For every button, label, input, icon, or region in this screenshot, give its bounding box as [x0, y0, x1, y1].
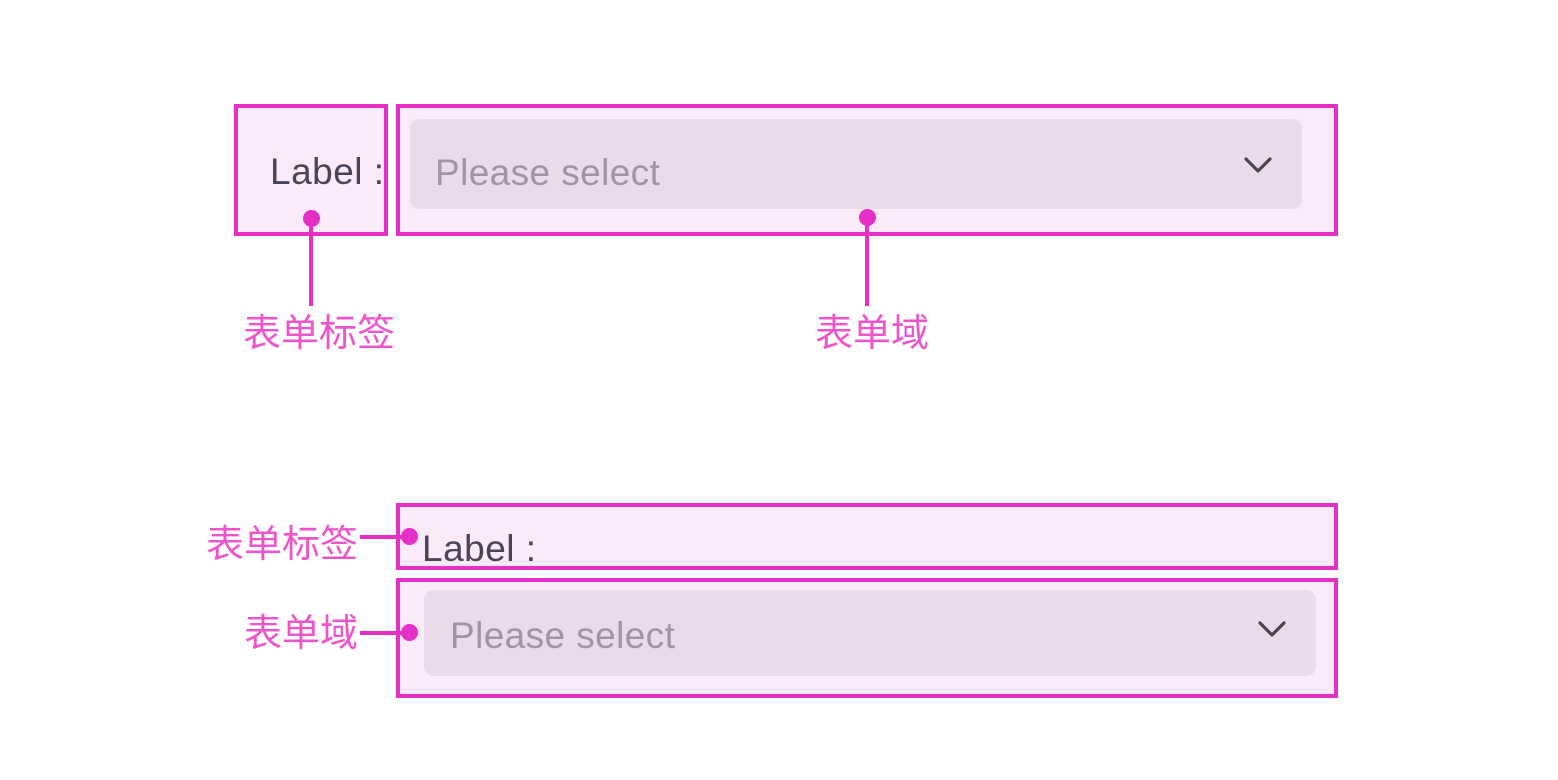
stacked-select-control[interactable] [424, 590, 1316, 676]
inline-label-annotation: 表单标签 [243, 311, 396, 355]
inline-label-text: Label : [270, 151, 385, 192]
stacked-label-leader-line [360, 535, 406, 539]
stacked-field-leader-dot [401, 624, 418, 641]
stacked-label-box [396, 503, 1338, 570]
stacked-label-text: Label : [422, 528, 537, 569]
chevron-down-icon[interactable] [1258, 621, 1286, 637]
inline-field-annotation: 表单域 [815, 311, 930, 355]
inline-field-leader-line [865, 217, 869, 306]
stacked-label-annotation: 表单标签 [206, 522, 359, 566]
stacked-select-placeholder: Please select [450, 615, 676, 656]
chevron-down-icon[interactable] [1244, 157, 1272, 173]
stacked-field-leader-line [360, 631, 406, 635]
stacked-field-annotation: 表单域 [244, 611, 359, 655]
inline-select-control[interactable] [410, 119, 1302, 209]
inline-label-leader-line [309, 218, 313, 306]
inline-select-placeholder: Please select [435, 152, 661, 193]
stacked-label-leader-dot [401, 528, 418, 545]
